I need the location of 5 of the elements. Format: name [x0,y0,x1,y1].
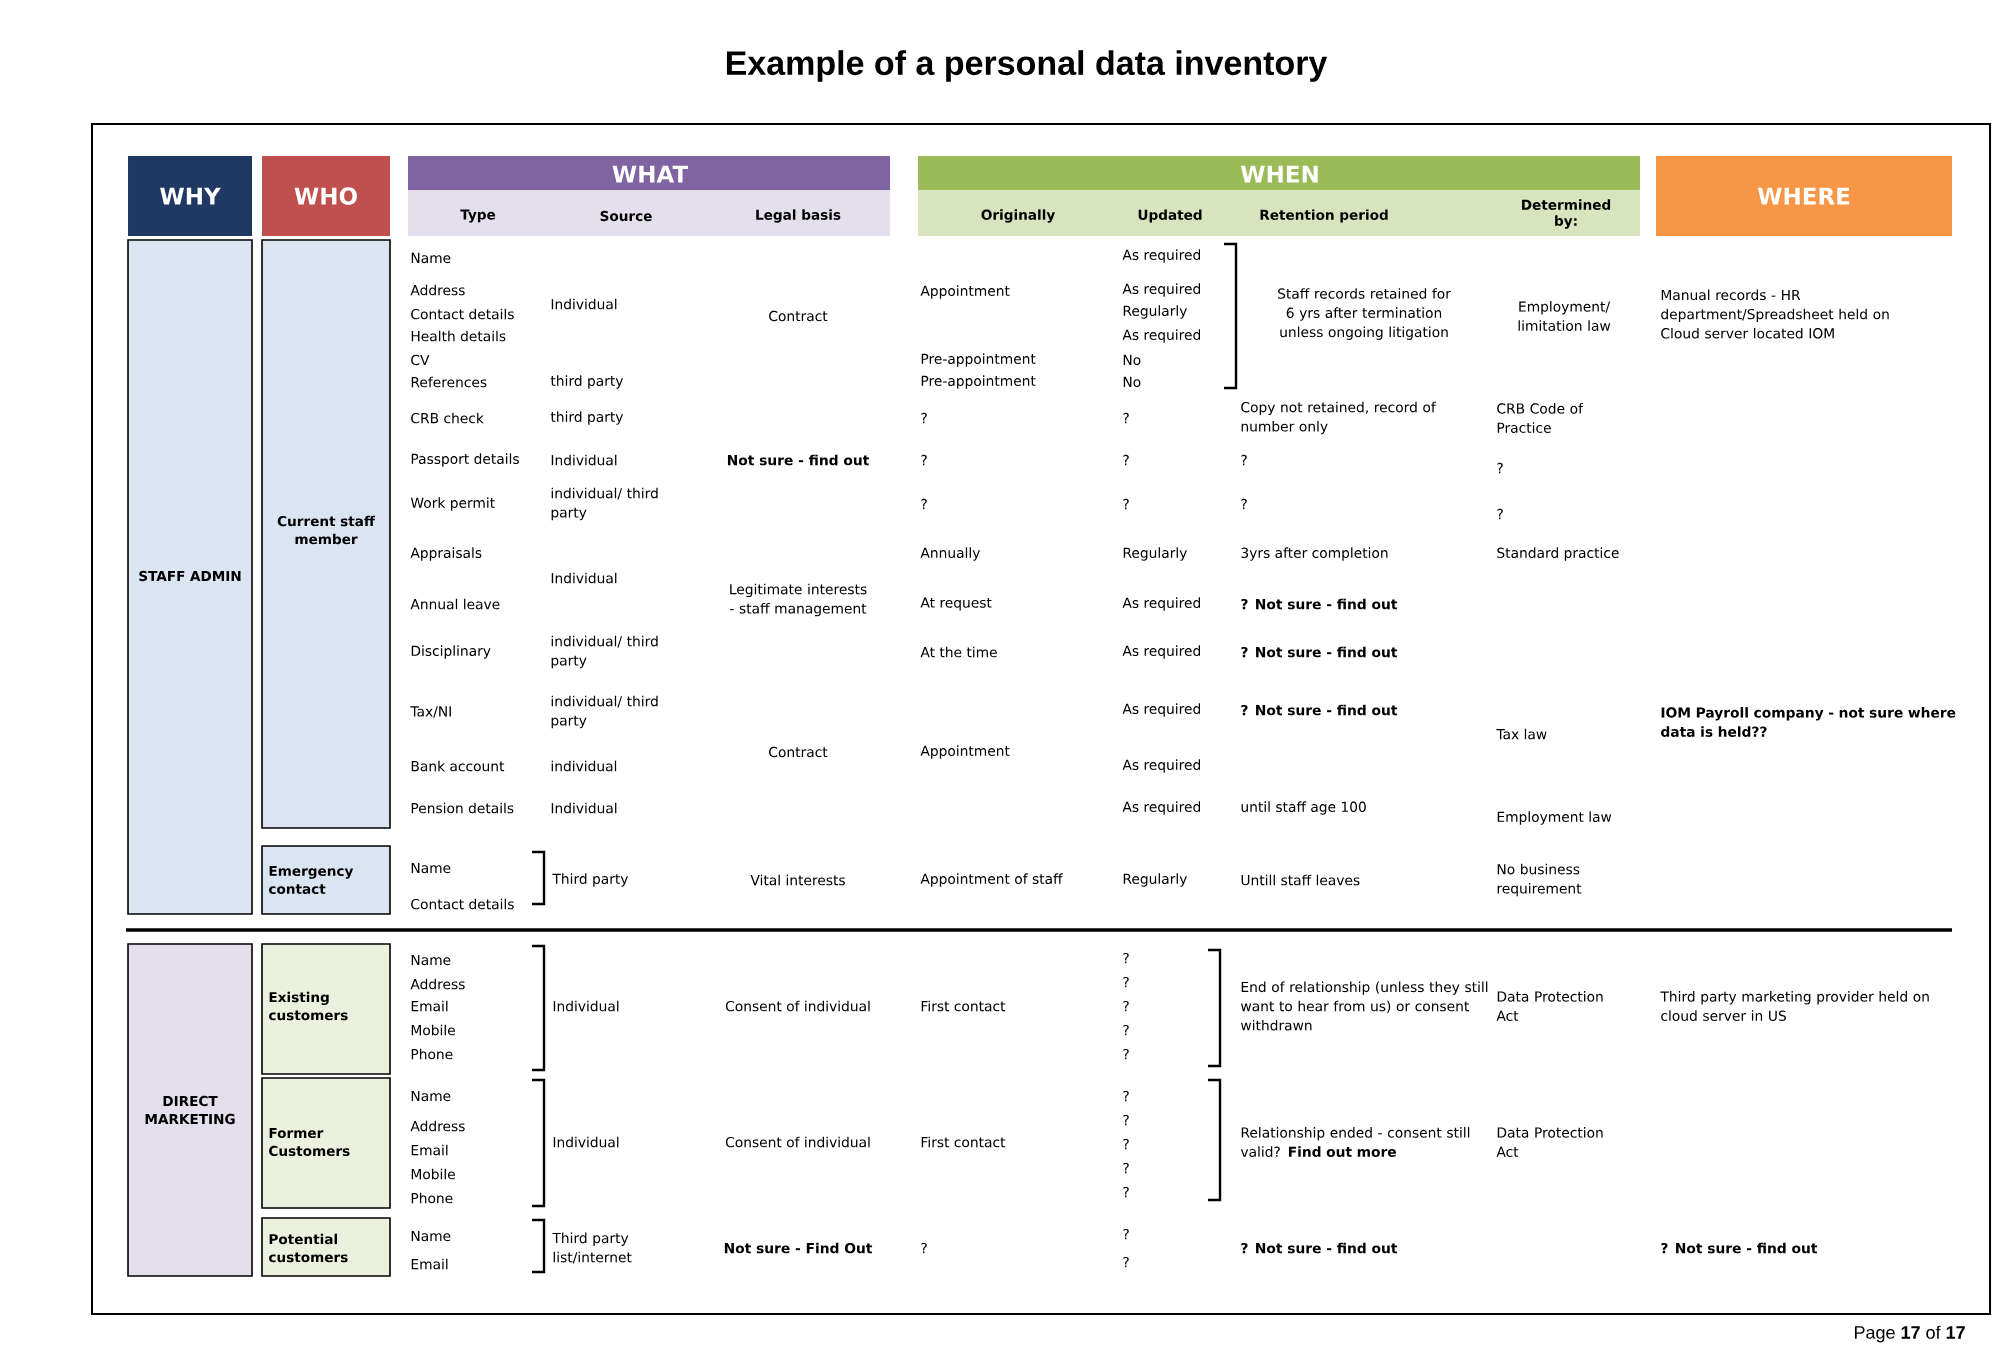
column-header: WHO [262,156,390,236]
title: Example of a personal data inventory [726,50,1328,82]
column-header: WHERE [1656,156,1953,236]
page-number: Page 17 of 17 [1855,1325,1965,1343]
column-header: WHY [128,156,252,236]
